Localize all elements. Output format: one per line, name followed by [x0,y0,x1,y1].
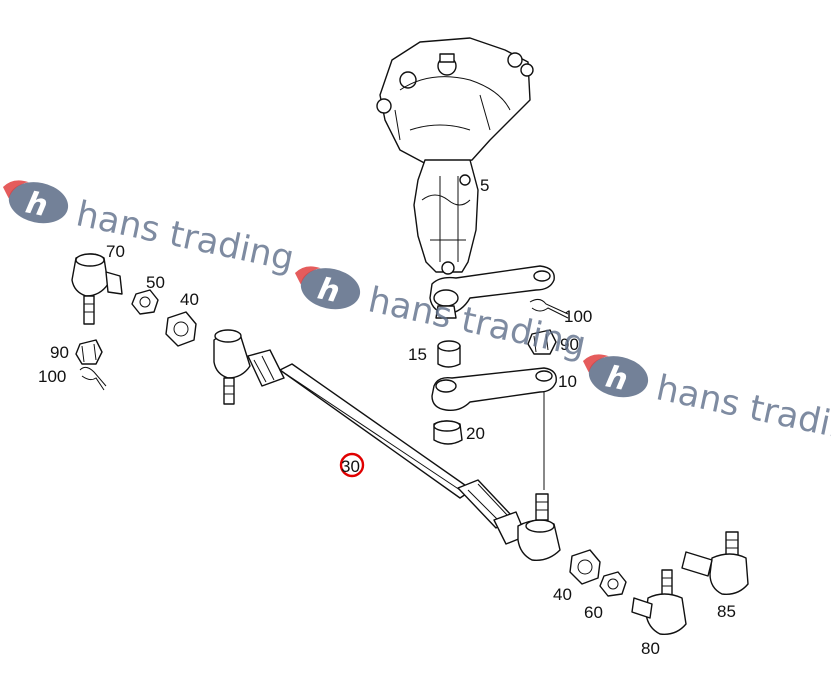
callout-100-right: 100 [564,307,592,326]
watermark-3: h hans trading [582,354,831,453]
callout-70: 70 [106,242,125,261]
watermark-1: h hans trading [2,180,298,279]
split-pin-right [529,298,569,319]
callout-15: 15 [408,345,427,364]
watermark-text: hans trading [73,194,298,279]
callout-5: 5 [480,176,489,195]
idler-arm [431,367,557,490]
tie-rod-end-right [681,531,749,595]
tie-rod-assembly [213,329,561,561]
nut-small-bottom [599,571,627,597]
watermark-logo-icon [588,356,649,398]
tie-rod-end-bottom [631,569,687,635]
callout-85: 85 [717,602,736,621]
callout-30: 30 [341,457,360,476]
callout-40-bottom: 40 [553,585,572,604]
pitman-arm [429,265,555,319]
callout-20: 20 [466,424,485,443]
callout-90-left: 90 [50,343,69,362]
split-pin-left [79,366,107,391]
callout-60: 60 [584,603,603,622]
callout-10: 10 [558,372,577,391]
tie-rod-end-left-outer [71,253,123,325]
nut-small-top [131,289,159,315]
callout-90-right: 90 [560,335,579,354]
steering-gearbox [376,37,534,275]
nut-large-bottom [569,549,601,585]
bushing [437,340,461,368]
castle-nut-right [527,329,557,355]
watermark-logo-icon [300,268,361,310]
watermark-logo-icon [8,182,69,224]
callout-80: 80 [641,639,660,658]
highlight-ring [339,452,365,478]
castle-nut-left [75,339,103,365]
nut-large-top [165,311,197,347]
callout-50-top: 50 [146,273,165,292]
lock-nut [433,420,463,445]
callout-100-left: 100 [38,367,66,386]
callout-40-top: 40 [180,290,199,309]
watermark-text: hans trading [653,368,831,453]
